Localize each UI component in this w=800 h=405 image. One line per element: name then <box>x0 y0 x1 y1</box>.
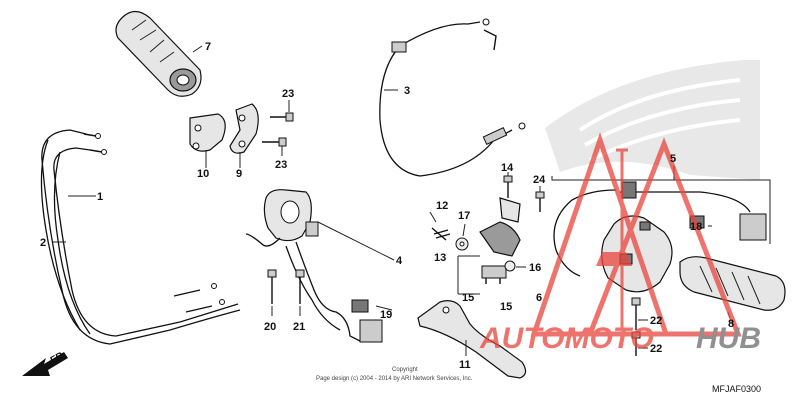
clutch-cable <box>379 18 526 177</box>
watermark-text-automoto: AUTOMOTO <box>479 322 654 355</box>
switch-screw-21 <box>295 269 305 304</box>
spring-12 <box>431 227 451 241</box>
callout-1: 1 <box>97 191 103 203</box>
callout-24: 24 <box>533 174 546 186</box>
callout-20: 20 <box>264 321 276 333</box>
clutch-lever-bracket <box>479 175 545 257</box>
callout-12: 12 <box>436 200 448 212</box>
callout-5: 5 <box>670 153 676 165</box>
right-handgrip <box>679 256 786 311</box>
screw-lower <box>262 137 287 147</box>
throttle-cables <box>40 129 241 345</box>
wing-logo-watermark <box>545 60 760 180</box>
callout-13: 13 <box>434 252 446 264</box>
nut-16 <box>504 260 516 272</box>
callout-7: 7 <box>205 41 211 53</box>
callout-16: 16 <box>529 262 541 274</box>
handlebar-clamp-upper <box>229 103 259 154</box>
handlebar-clamp-lower <box>189 113 226 152</box>
callout-22b: 22 <box>650 343 662 355</box>
washer-17 <box>455 237 469 251</box>
left-switch-housing <box>245 189 383 343</box>
copyright-line-2: Page design (c) 2004 - 2014 by ARI Netwo… <box>316 376 473 382</box>
diagram-code: MFJAF0300 <box>712 384 761 394</box>
callout-21: 21 <box>293 321 305 333</box>
callout-10: 10 <box>197 168 209 180</box>
screw-upper <box>270 112 294 122</box>
callout-18: 18 <box>690 221 702 233</box>
callout-22a: 22 <box>650 315 662 327</box>
front-arrow-icon: FR. <box>22 349 68 376</box>
callout-19: 19 <box>380 309 392 321</box>
clutch-lever <box>417 300 527 379</box>
callout-23a: 23 <box>282 88 294 100</box>
throttle-grip <box>115 10 202 97</box>
callout-4: 4 <box>396 255 403 267</box>
callout-11: 11 <box>459 359 471 371</box>
callout-23b: 23 <box>275 159 287 171</box>
callout-17: 17 <box>458 210 470 222</box>
callout-6: 6 <box>536 292 542 304</box>
watermark-logo: AUTOMOTO HUB <box>479 132 761 355</box>
callout-3: 3 <box>404 85 410 97</box>
callout-15b: 15 <box>500 301 512 313</box>
callout-2: 2 <box>40 237 46 249</box>
clutch-switch-13 <box>481 265 507 284</box>
switch-screw-20 <box>267 269 277 304</box>
screw-22-upper <box>631 297 641 330</box>
front-label: FR. <box>48 349 67 366</box>
copyright-line-1: Copyright <box>392 367 418 373</box>
callout-8: 8 <box>728 318 734 330</box>
callout-9: 9 <box>236 168 242 180</box>
callout-14: 14 <box>501 162 514 174</box>
watermark-text-hub: HUB <box>696 322 761 355</box>
callout-15a: 15 <box>462 292 474 304</box>
